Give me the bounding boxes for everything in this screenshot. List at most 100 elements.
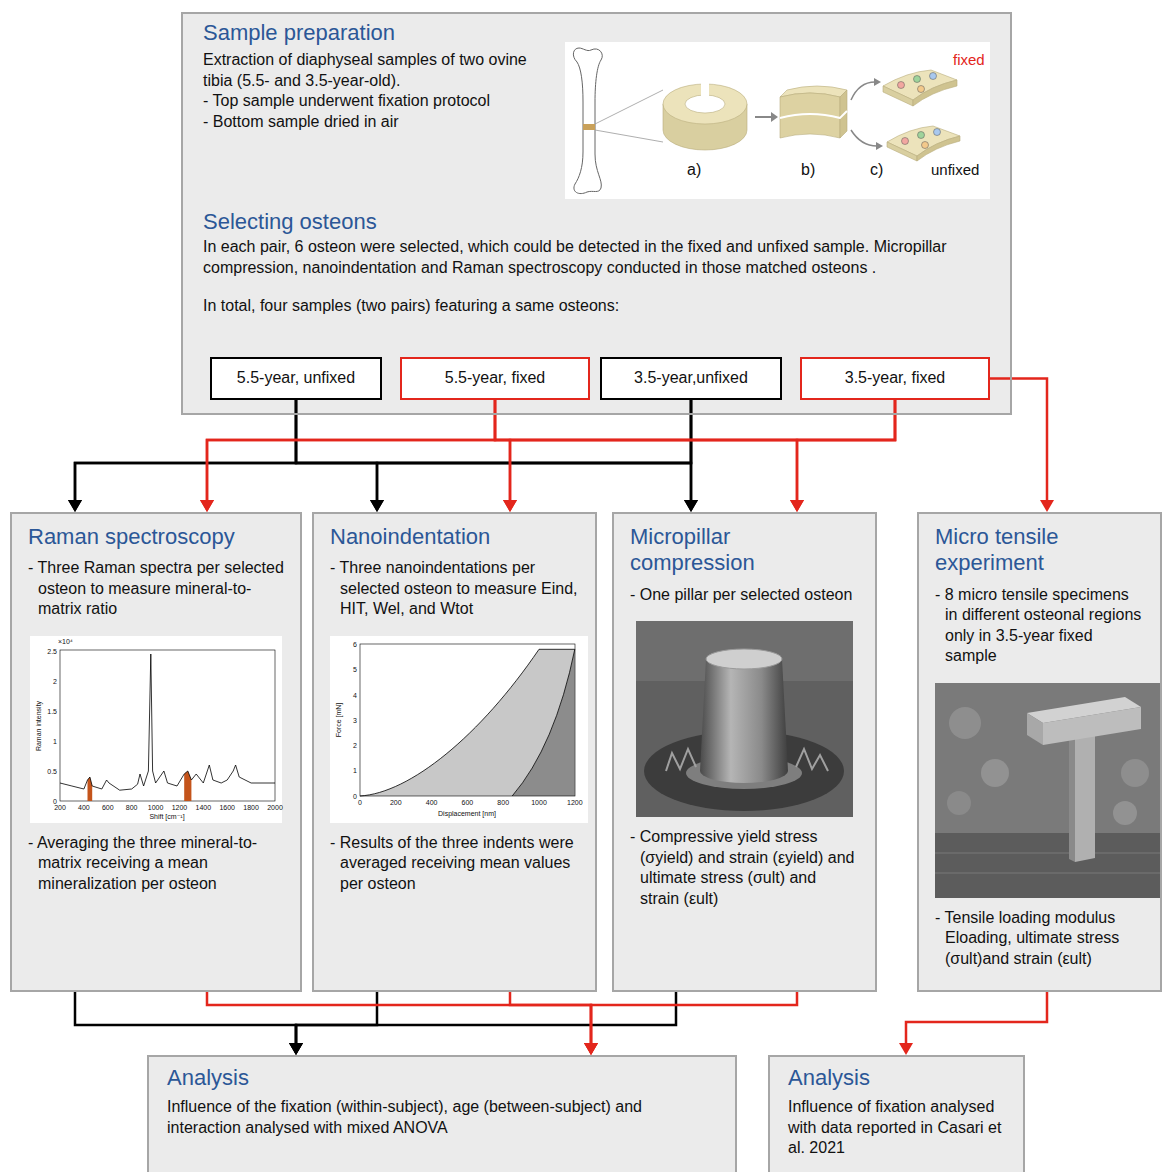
method-text: - Tensile loading modulus Eloading, ulti… [935, 908, 1144, 969]
arrow-head [684, 500, 698, 512]
arrow-head [790, 500, 804, 512]
arrow-head [584, 1043, 598, 1055]
method-heading: Raman spectroscopy [28, 524, 284, 550]
connector [495, 400, 517, 512]
micropillar-image [636, 621, 853, 817]
axis-label: 3 [353, 716, 357, 723]
analysis-box: AnalysisInfluence of fixation analysed w… [768, 1055, 1025, 1172]
connector-line [75, 400, 691, 502]
connector-line [296, 400, 691, 502]
axis-label: 1600 [219, 804, 235, 811]
arrow-head [790, 500, 804, 512]
axis-label: ×10⁴ [58, 638, 73, 645]
axis-label: 400 [426, 799, 438, 806]
connector [289, 992, 377, 1055]
connector [289, 992, 676, 1055]
axis-label: 1000 [148, 804, 164, 811]
axis-label: 1200 [567, 799, 583, 806]
connector-line [296, 992, 676, 1045]
method-heading: Micropillar compression [630, 524, 859, 577]
body-text: Extraction of diaphyseal samples of two … [203, 50, 553, 91]
axis-label: 1 [53, 737, 57, 744]
connector [296, 400, 384, 512]
figure-holder: a)b)c)fixedunfixed [565, 42, 990, 199]
method-text: - Three nanoindentations per selected os… [330, 558, 579, 619]
analysis-text: Influence of the fixation (within-subjec… [167, 1097, 717, 1138]
axis-label: 6 [353, 640, 357, 647]
axis-label: 200 [390, 799, 402, 806]
sample-illustration [565, 42, 990, 199]
analysis-text: Influence of fixation analysed with data… [788, 1097, 1005, 1158]
arrow-head [684, 500, 698, 512]
axis-label: 4 [353, 691, 357, 698]
connector-line [906, 992, 1047, 1045]
sample-box: 5.5-year, fixed [400, 357, 590, 400]
figure-holder: 0123456020040060080010001200Force [mN]Di… [330, 636, 588, 823]
sample-box: 3.5-year,unfixed [600, 357, 782, 400]
connector-line [75, 400, 296, 502]
axis-label: Raman intensity [35, 701, 42, 751]
connector [370, 400, 691, 512]
sample-label: 5.5-year, fixed [445, 368, 546, 388]
sample-label: 3.5-year, fixed [845, 368, 946, 388]
arrow-head [584, 1043, 598, 1055]
connector [495, 400, 804, 512]
axis-label: 200 [54, 804, 66, 811]
arrow-head [68, 500, 82, 512]
arrow-head [584, 1043, 598, 1055]
method-box: Micro tensile experiment- 8 micro tensil… [917, 512, 1162, 992]
arrow-head [68, 500, 82, 512]
axis-label: 600 [462, 799, 474, 806]
connector [899, 992, 1047, 1055]
axis-label: Force [mN] [335, 702, 342, 737]
load-displacement-plot [330, 636, 588, 823]
figure-label: b) [801, 162, 815, 178]
axis-label: 1200 [172, 804, 188, 811]
bullet-text: - Top sample underwent fixation protocol [203, 91, 553, 111]
body-text: In total, four samples (two pairs) featu… [203, 296, 990, 316]
method-heading: Micro tensile experiment [935, 524, 1144, 577]
connector-line [207, 400, 895, 502]
figure-holder: ×10⁴00.511.522.5200400600800100012001400… [30, 636, 282, 823]
analysis-box: AnalysisInfluence of the fixation (withi… [147, 1055, 737, 1172]
arrow-head [370, 500, 384, 512]
connector-line [377, 400, 691, 502]
arrow-head [200, 500, 214, 512]
method-text: - Three Raman spectra per selected osteo… [28, 558, 284, 619]
arrow-head [503, 500, 517, 512]
axis-label: 0.5 [47, 767, 57, 774]
figure-holder [636, 621, 853, 817]
method-heading: Nanoindentation [330, 524, 579, 550]
tensile-specimen-image [935, 683, 1160, 898]
arrow-head [503, 500, 517, 512]
arrow-head [1040, 500, 1054, 512]
connector-line [510, 992, 591, 1045]
axis-label: 1000 [531, 799, 547, 806]
arrow-head [289, 1043, 303, 1055]
figure-label: a) [687, 162, 701, 178]
method-box: Raman spectroscopy - Three Raman spectra … [10, 512, 302, 992]
connector-line [296, 400, 377, 502]
axis-label: 1 [353, 767, 357, 774]
method-text: - Averaging the three mineral-to-matrix … [28, 833, 284, 894]
connector [68, 400, 296, 512]
arrow-head [899, 1043, 913, 1055]
method-box: Micropillar compression - One pillar per … [612, 512, 877, 992]
connector [503, 400, 895, 512]
axis-label: 800 [497, 799, 509, 806]
method-text: - One pillar per selected osteon [630, 585, 859, 605]
connector [200, 400, 495, 512]
axis-label: 600 [102, 804, 114, 811]
section-heading: Selecting osteons [203, 209, 990, 235]
arrow-head [370, 500, 384, 512]
method-text: - Compressive yield stress (σyield) and … [630, 827, 859, 909]
connector-line [296, 992, 377, 1045]
connector-line [690, 400, 693, 502]
axis-label: Shift [cm⁻¹] [149, 813, 184, 820]
method-text: - Results of the three indents were aver… [330, 833, 579, 894]
connector [68, 400, 691, 512]
connector [990, 379, 1054, 513]
method-box: Nanoindentation - Three nanoindentations … [312, 512, 597, 992]
figure-label: unfixed [931, 162, 979, 177]
axis-label: 2000 [267, 804, 283, 811]
